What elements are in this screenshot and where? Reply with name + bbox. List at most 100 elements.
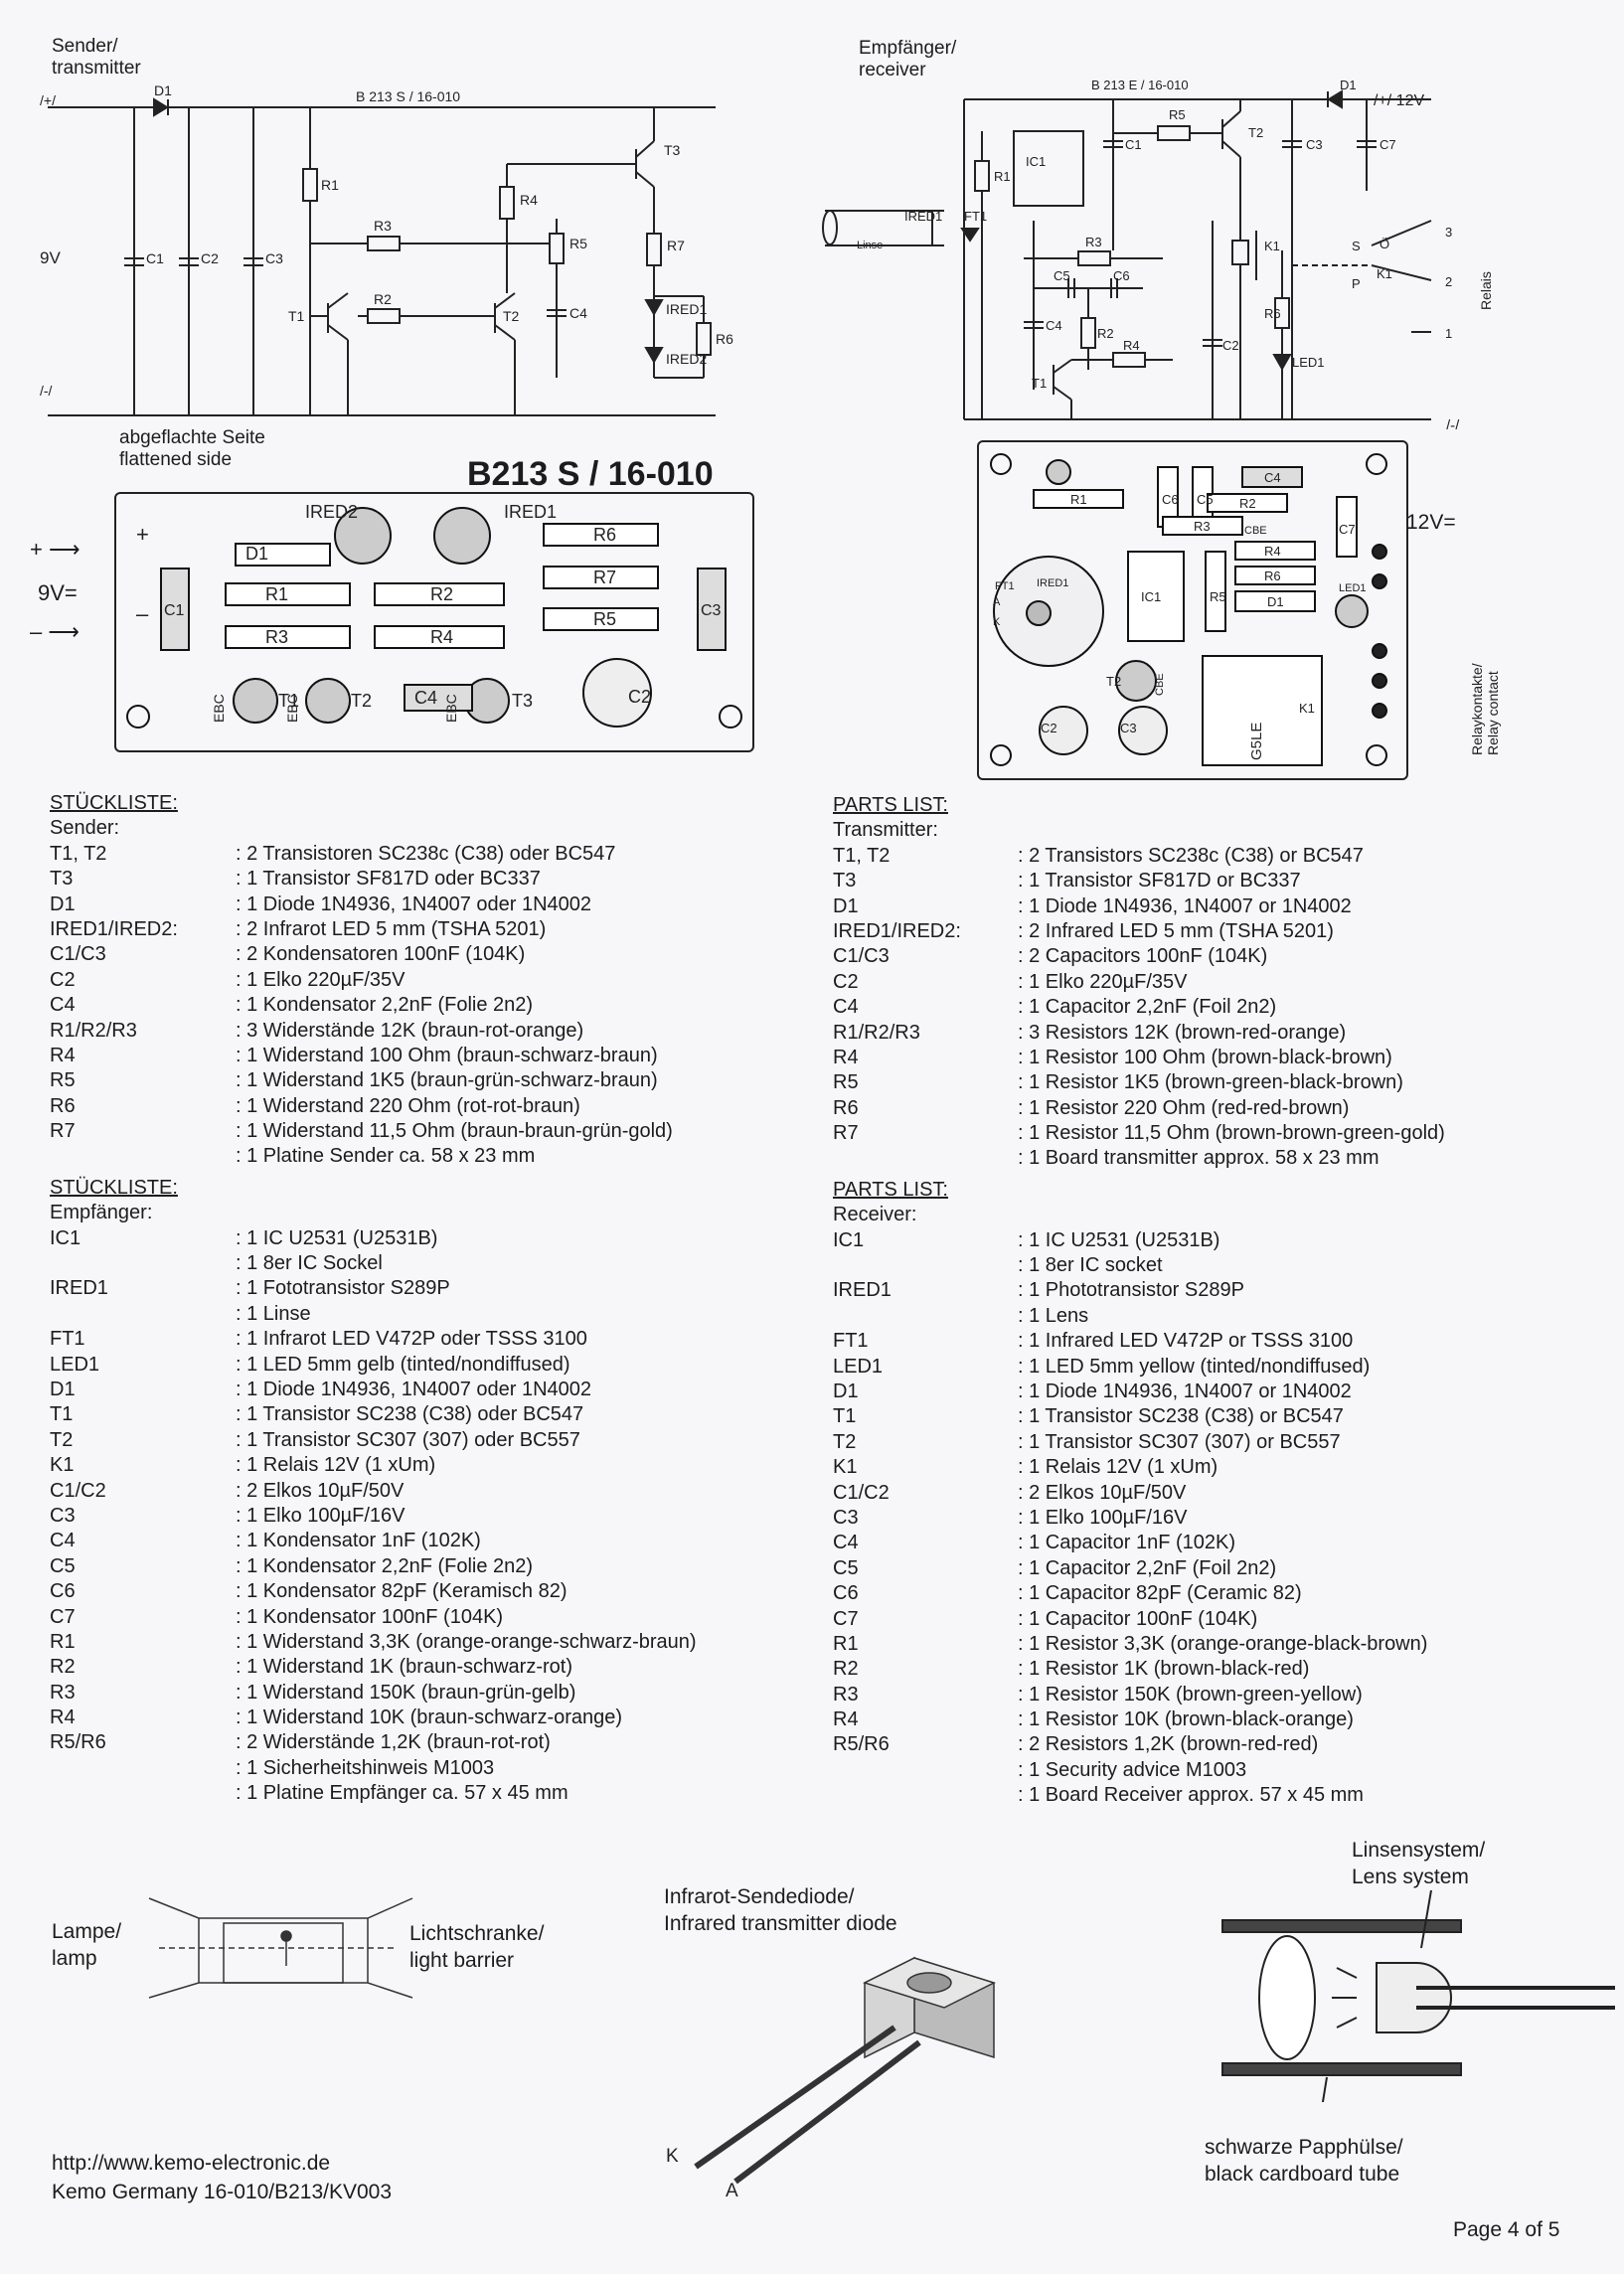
svg-text:K1: K1: [1264, 239, 1280, 253]
part-ref: D1: [833, 894, 859, 917]
part-ref: R4: [833, 1046, 859, 1068]
svg-text:IRED1: IRED1: [504, 502, 557, 522]
light-barrier-illustration: [148, 1897, 413, 1999]
parts-list-item: R4: 1 Widerstand 100 Ohm (braun-schwarz-…: [50, 1044, 765, 1068]
part-desc: : 2 Infrared LED 5 mm (TSHA 5201): [1018, 919, 1334, 942]
sender-board-title: B213 S / 16-010: [467, 455, 714, 493]
svg-text:C1: C1: [1125, 137, 1142, 152]
parts-list-heading: Receiver:: [833, 1204, 917, 1226]
svg-text:IRED2: IRED2: [666, 351, 707, 367]
part-desc: : 1 Elko 220µF/35V: [1018, 970, 1188, 993]
parts-list-item: C4: 1 Capacitor 2,2nF (Foil 2n2): [833, 995, 1548, 1020]
part-ref: T1, T2: [833, 844, 891, 867]
svg-text:C1: C1: [146, 250, 164, 266]
svg-text:T1: T1: [288, 308, 305, 324]
footer-url[interactable]: http://www.kemo-electronic.de: [52, 2152, 331, 2175]
part-ref: IRED1: [833, 1279, 892, 1302]
part-desc: : 1 Kondensator 100nF (104K): [236, 1605, 504, 1628]
parts-list-item: T1: 1 Transistor SC238 (C38) or BC547: [833, 1404, 1548, 1429]
part-ref: C7: [833, 1607, 859, 1630]
part-ref: C4: [50, 994, 76, 1017]
lens-tube-illustration: [1221, 1889, 1615, 2102]
parts-list-item: D1: 1 Diode 1N4936, 1N4007 or 1N4002: [833, 894, 1548, 919]
parts-list-heading: STÜCKLISTE:: [50, 792, 178, 814]
part-ref: IRED1/IRED2:: [833, 919, 961, 942]
parts-list-item: C6: 1 Kondensator 82pF (Keramisch 82): [50, 1579, 765, 1604]
svg-text:R5: R5: [1210, 589, 1226, 604]
part-desc: : 1 Relais 12V (1 xUm): [236, 1454, 436, 1477]
part-ref: T3: [833, 870, 857, 893]
transmitter-schematic: /+/ /-/ 9V B 213 S / 16-010 D1 C1 C2 C3 …: [40, 82, 733, 416]
svg-text:R6: R6: [593, 525, 616, 545]
svg-text:C3: C3: [1120, 721, 1137, 735]
svg-text:R1: R1: [321, 177, 339, 193]
part-desc: : 1 Capacitor 2,2nF (Foil 2n2): [1018, 1556, 1277, 1579]
svg-text:R4: R4: [1264, 544, 1281, 559]
parts-list-item: T1: 1 Transistor SC238 (C38) oder BC547: [50, 1402, 765, 1427]
part-ref: T1, T2: [50, 842, 107, 865]
parts-list-item: K1: 1 Relais 12V (1 xUm): [833, 1455, 1548, 1480]
part-desc: : 1 Kondensator 82pF (Keramisch 82): [236, 1580, 568, 1603]
part-desc: : 1 8er IC Sockel: [236, 1252, 383, 1275]
part-ref: R1/R2/R3: [833, 1021, 920, 1044]
svg-text:R4: R4: [520, 192, 538, 208]
svg-text:R7: R7: [667, 238, 685, 253]
part-ref: R5/R6: [50, 1731, 106, 1754]
parts-list-heading: PARTS LIST:: [833, 1178, 948, 1201]
part-desc: : 1 Board Receiver approx. 57 x 45 mm: [1018, 1784, 1364, 1807]
svg-text:C1: C1: [164, 602, 185, 619]
part-ref: LED1: [50, 1353, 100, 1376]
part-desc: : 1 Transistor SC238 (C38) or BC547: [1018, 1405, 1344, 1428]
parts-list-item: IC1: 1 IC U2531 (U2531B): [50, 1226, 765, 1251]
svg-text:C2: C2: [201, 250, 219, 266]
svg-text:C6: C6: [1162, 492, 1179, 507]
part-ref: D1: [50, 893, 76, 915]
part-ref: C6: [833, 1582, 859, 1605]
part-desc: : 1 Widerstand 11,5 Ohm (braun-braun-grü…: [236, 1120, 673, 1143]
parts-list-item: R6: 1 Widerstand 220 Ohm (rot-rot-braun): [50, 1094, 765, 1119]
svg-text:IRED1: IRED1: [904, 209, 942, 224]
part-desc: : 1 Widerstand 1K5 (braun-grün-schwarz-b…: [236, 1069, 658, 1092]
footer-code: Kemo Germany 16-010/B213/KV003: [52, 2181, 393, 2203]
lens-label: Linse: [857, 240, 883, 251]
part-desc: : 1 Resistor 1K (brown-black-red): [1018, 1658, 1310, 1681]
parts-list-item: IRED1/IRED2:: 2 Infrarot LED 5 mm (TSHA …: [50, 917, 765, 942]
svg-text:C3: C3: [265, 250, 283, 266]
svg-text:C4: C4: [1046, 318, 1062, 333]
part-ref: FT1: [50, 1328, 85, 1351]
svg-text:R4: R4: [430, 627, 453, 647]
part-desc: : 1 Diode 1N4936, 1N4007 oder 1N4002: [236, 1378, 592, 1400]
svg-text:C2: C2: [1222, 338, 1239, 353]
parts-list-item: T1, T2: 2 Transistors SC238c (C38) or BC…: [833, 844, 1548, 869]
part-desc: : 1 Transistor SC307 (307) oder BC557: [236, 1428, 580, 1451]
part-desc: : 1 Phototransistor S289P: [1018, 1279, 1244, 1302]
parts-list-item: C3: 1 Elko 100µF/16V: [50, 1504, 765, 1529]
part-ref: R7: [833, 1122, 859, 1145]
svg-text:R3: R3: [374, 218, 392, 234]
sender-supply-label: 9V=: [38, 580, 78, 605]
part-desc: : 1 Widerstand 220 Ohm (rot-rot-braun): [236, 1094, 580, 1117]
svg-text:T3: T3: [664, 142, 681, 158]
part-ref: C1/C2: [833, 1481, 890, 1504]
parts-list-item: C3: 1 Elko 100µF/16V: [833, 1506, 1548, 1531]
parts-list-item: C2: 1 Elko 220µF/35V: [50, 968, 765, 993]
svg-text:C2: C2: [628, 687, 651, 707]
part-desc: : 1 Widerstand 100 Ohm (braun-schwarz-br…: [236, 1044, 658, 1066]
svg-text:K1: K1: [1377, 266, 1392, 281]
parts-list-item: R7: 1 Widerstand 11,5 Ohm (braun-braun-g…: [50, 1119, 765, 1144]
part-desc: : 1 LED 5mm yellow (tinted/nondiffused): [1018, 1355, 1371, 1378]
svg-text:Ö: Ö: [1380, 237, 1389, 251]
part-desc: : 1 Infrared LED V472P or TSSS 3100: [1018, 1330, 1354, 1353]
svg-text:C5: C5: [1054, 268, 1070, 283]
part-desc: : 1 Resistor 11,5 Ohm (brown-brown-green…: [1018, 1122, 1445, 1145]
svg-text:IC1: IC1: [1141, 589, 1161, 604]
part-ref: R2: [833, 1658, 859, 1681]
part-ref: K1: [833, 1456, 858, 1479]
svg-text:K: K: [993, 616, 1001, 628]
part-desc: : 1 Elko 100µF/16V: [1018, 1506, 1188, 1529]
svg-text:C4: C4: [414, 688, 437, 708]
part-ref: C2: [833, 970, 859, 993]
part-ref: D1: [833, 1380, 859, 1402]
part-desc: : 1 Infrarot LED V472P oder TSSS 3100: [236, 1328, 587, 1351]
part-desc: : 2 Elkos 10µF/50V: [236, 1479, 405, 1502]
